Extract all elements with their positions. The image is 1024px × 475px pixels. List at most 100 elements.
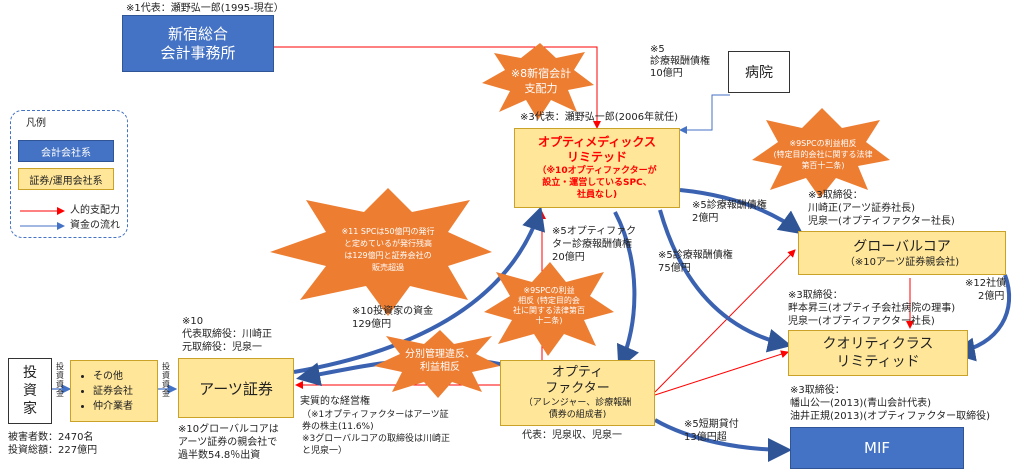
flow-label-of-claim-2: ター診療報酬債権 <box>552 239 632 250</box>
optifactor-rep: 代表：児泉収、児泉一 <box>522 430 622 441</box>
flow-label-shortloan-1: ※5短期貸付 <box>684 419 739 430</box>
hospital-box: 病院 <box>728 51 790 93</box>
optimedix-sub-1: （※10オプティファクターが <box>537 166 657 176</box>
arrow-optifactor-to-qualityclass <box>654 350 789 396</box>
legend-title: 凡例 <box>26 118 46 129</box>
globalcore-note-2: 川崎正(アーツ証券社長) <box>808 203 916 214</box>
brokers-box: その他 証券会社 仲介業者 <box>70 360 158 422</box>
mif-note-3: 油井正規(2013)(オプティファクター取締役) <box>790 411 991 422</box>
globalcore-title: グローバルコア <box>853 238 951 255</box>
star-text-spc-conflict-right: ※9SPCの利益相反 (特定目的会社に関する法律 第百十二条) <box>773 139 873 170</box>
flow-label-control-4: ※3グローバルコアの取締役は川崎正 <box>302 434 450 444</box>
shinjuku-label-1: 新宿総合 <box>167 24 228 43</box>
hospital-note-1: ※5 <box>650 44 665 55</box>
investors-label-3: 家 <box>23 401 37 417</box>
mif-note-1: ※3取締役： <box>790 385 845 396</box>
hospital-note-2: 診療報酬債権 <box>650 56 710 67</box>
arts-below-1: ※10グローバルコアは <box>178 424 279 435</box>
flow-label-of-claim-1: ※5オプティファク <box>552 226 637 237</box>
investors-stat-victims: 被害者数：2470名 <box>8 432 94 443</box>
optifactor-box: オプティ ファクター （アレンジャー、診療報酬 債券の組成者) <box>500 360 655 426</box>
flow-label-bond-1: ※12社債 <box>965 278 1007 289</box>
flow-label-control-2: （※1オプティファクターはアーツ証 <box>302 410 449 420</box>
legend-label-fund-flow: 資金の流れ <box>70 220 120 231</box>
flow-label-of-claim-3: 20億円 <box>552 252 585 263</box>
legend-label-securities: 証券/運用会社系 <box>29 175 103 187</box>
optifactor-title-1: オプティ <box>551 365 604 380</box>
mif-note-2: 幡山公一(2013)(青山会計代表) <box>790 398 932 409</box>
flow-label-claim-2oku-2: 2億円 <box>692 213 719 224</box>
optimedix-title-1: オプティメディックス <box>537 135 657 149</box>
arrow-optifactor-to-globalcore <box>654 249 796 393</box>
flow-label-investor-funds-1: ※10投資家の資金 <box>352 306 434 317</box>
arts-note-1: ※10 <box>182 316 204 327</box>
star-text-spc-issuance: ※11 SPCは50億円の発行 と定めているが発行残高 は129億円と証券会社の… <box>341 227 435 272</box>
brokers-item-intermediary: 仲介業者 <box>93 399 133 414</box>
star-shinjuku-control <box>482 43 594 120</box>
qualityclass-title-1: クオリティクラス <box>822 336 934 352</box>
arts-securities-box: アーツ証券 <box>178 358 294 418</box>
globalcore-sub: （※10アーツ証券親会社) <box>844 256 960 268</box>
qualityclass-note-2: 畔本昇三(オプティ子会社病院の理事) <box>788 303 956 314</box>
flow-optimedix-to-optifactor <box>613 211 639 370</box>
mif-title: MIF <box>864 439 890 457</box>
star-segregation-violation <box>374 330 500 398</box>
arts-title: アーツ証券 <box>199 379 273 398</box>
qualityclass-note-3: 児泉一(オプティファクター社長) <box>788 316 935 327</box>
flow-label-control-3: 券の株主(11.6%) <box>302 422 374 432</box>
shinjuku-accounting-box: 新宿総合 会計事務所 <box>122 15 274 72</box>
star-text-segregation-violation: 分別管理違反、 利益相反 <box>405 349 475 373</box>
qualityclass-title-2: リミティッド <box>836 354 920 370</box>
shinjuku-rep-note: ※1代表：瀬野弘一郎(1995-現在） <box>126 3 284 14</box>
star-text-spc-conflict-center: ※9SPCの利益 相反 (特定目的会 社に関する法律第百 十二条) <box>513 286 585 325</box>
arts-note-2: 代表取締役：川崎正 <box>182 329 272 340</box>
flow-globalcore-to-qualityclass <box>951 274 1011 362</box>
flow-label-bond-2: 2億円 <box>978 291 1005 302</box>
arts-below-3: 過半数54.8％出資 <box>178 450 261 461</box>
shinjuku-label-2: 会計事務所 <box>160 43 236 62</box>
optifactor-title-2: ファクター <box>545 381 610 396</box>
qualityclass-note-1: ※3取締役： <box>788 290 843 301</box>
optimedix-rep-note: ※3代表：瀬野弘一郎(2006年就任) <box>520 112 678 123</box>
legend-swatch-accounting: 会計会社系 <box>18 140 114 162</box>
optifactor-sub-1: （アレンジャー、診療報酬 <box>523 398 632 408</box>
arts-note-3: 元取締役：児泉一 <box>182 342 262 353</box>
star-spc-conflict-center <box>484 262 614 356</box>
vertical-label-invest-1: 投資資金 <box>56 362 64 398</box>
arrow-shinjuku-to-optimedix <box>274 46 601 129</box>
globalcore-note-3: 児泉一(オプティファクター社長) <box>808 216 955 227</box>
line-hospital-to-optimedix <box>679 94 730 134</box>
legend-box <box>10 110 128 238</box>
flow-label-claim-75oku-2: 75億円 <box>658 263 691 274</box>
optimedix-sub-3: 社員なし) <box>576 190 618 200</box>
optifactor-sub-2: 債券の組成者) <box>548 410 607 420</box>
investors-label-2: 資 <box>23 383 37 399</box>
flow-arts-to-optimedix <box>293 206 546 374</box>
globalcore-note-1: ※3取締役： <box>808 190 863 201</box>
investors-label-1: 投 <box>23 365 37 381</box>
flow-optimedix-to-qualityclass <box>658 209 792 353</box>
investors-stat-total: 投資総額：227億円 <box>8 445 98 456</box>
flow-label-shortloan-2: 13億円超 <box>684 432 727 443</box>
hospital-note-3: 10億円 <box>650 68 683 79</box>
star-spc-issuance <box>270 188 492 316</box>
brokers-item-other: その他 <box>93 369 133 384</box>
flow-optimedix-to-globalcore <box>679 188 804 235</box>
flow-label-investor-funds-2: 129億円 <box>352 319 392 330</box>
mif-box: MIF <box>790 427 964 469</box>
brokers-item-securities: 証券会社 <box>93 384 133 399</box>
star-text-shinjuku-control: ※8新宿会計 支配力 <box>510 67 572 95</box>
brokers-list: その他 証券会社 仲介業者 <box>71 369 133 414</box>
star-spc-conflict-right <box>752 108 890 198</box>
arts-below-2: アーツ証券の親会社で <box>178 437 278 448</box>
investors-box: 投 資 家 <box>8 358 52 424</box>
legend-label-accounting: 会計会社系 <box>41 147 91 159</box>
globalcore-box: グローバルコア （※10アーツ証券親会社) <box>798 231 1006 275</box>
vertical-label-invest-2: 投資資金 <box>162 362 170 398</box>
flow-label-claim-2oku-1: ※5診療報酬債権 <box>692 200 767 211</box>
flow-label-control-5: と児泉一） <box>302 446 348 456</box>
optimedix-sub-2: 設立・運営しているSPC、 <box>542 178 652 188</box>
flow-label-claim-75oku-1: ※5診療報酬債権 <box>658 250 733 261</box>
legend-label-human-control: 人的支配力 <box>70 205 120 216</box>
